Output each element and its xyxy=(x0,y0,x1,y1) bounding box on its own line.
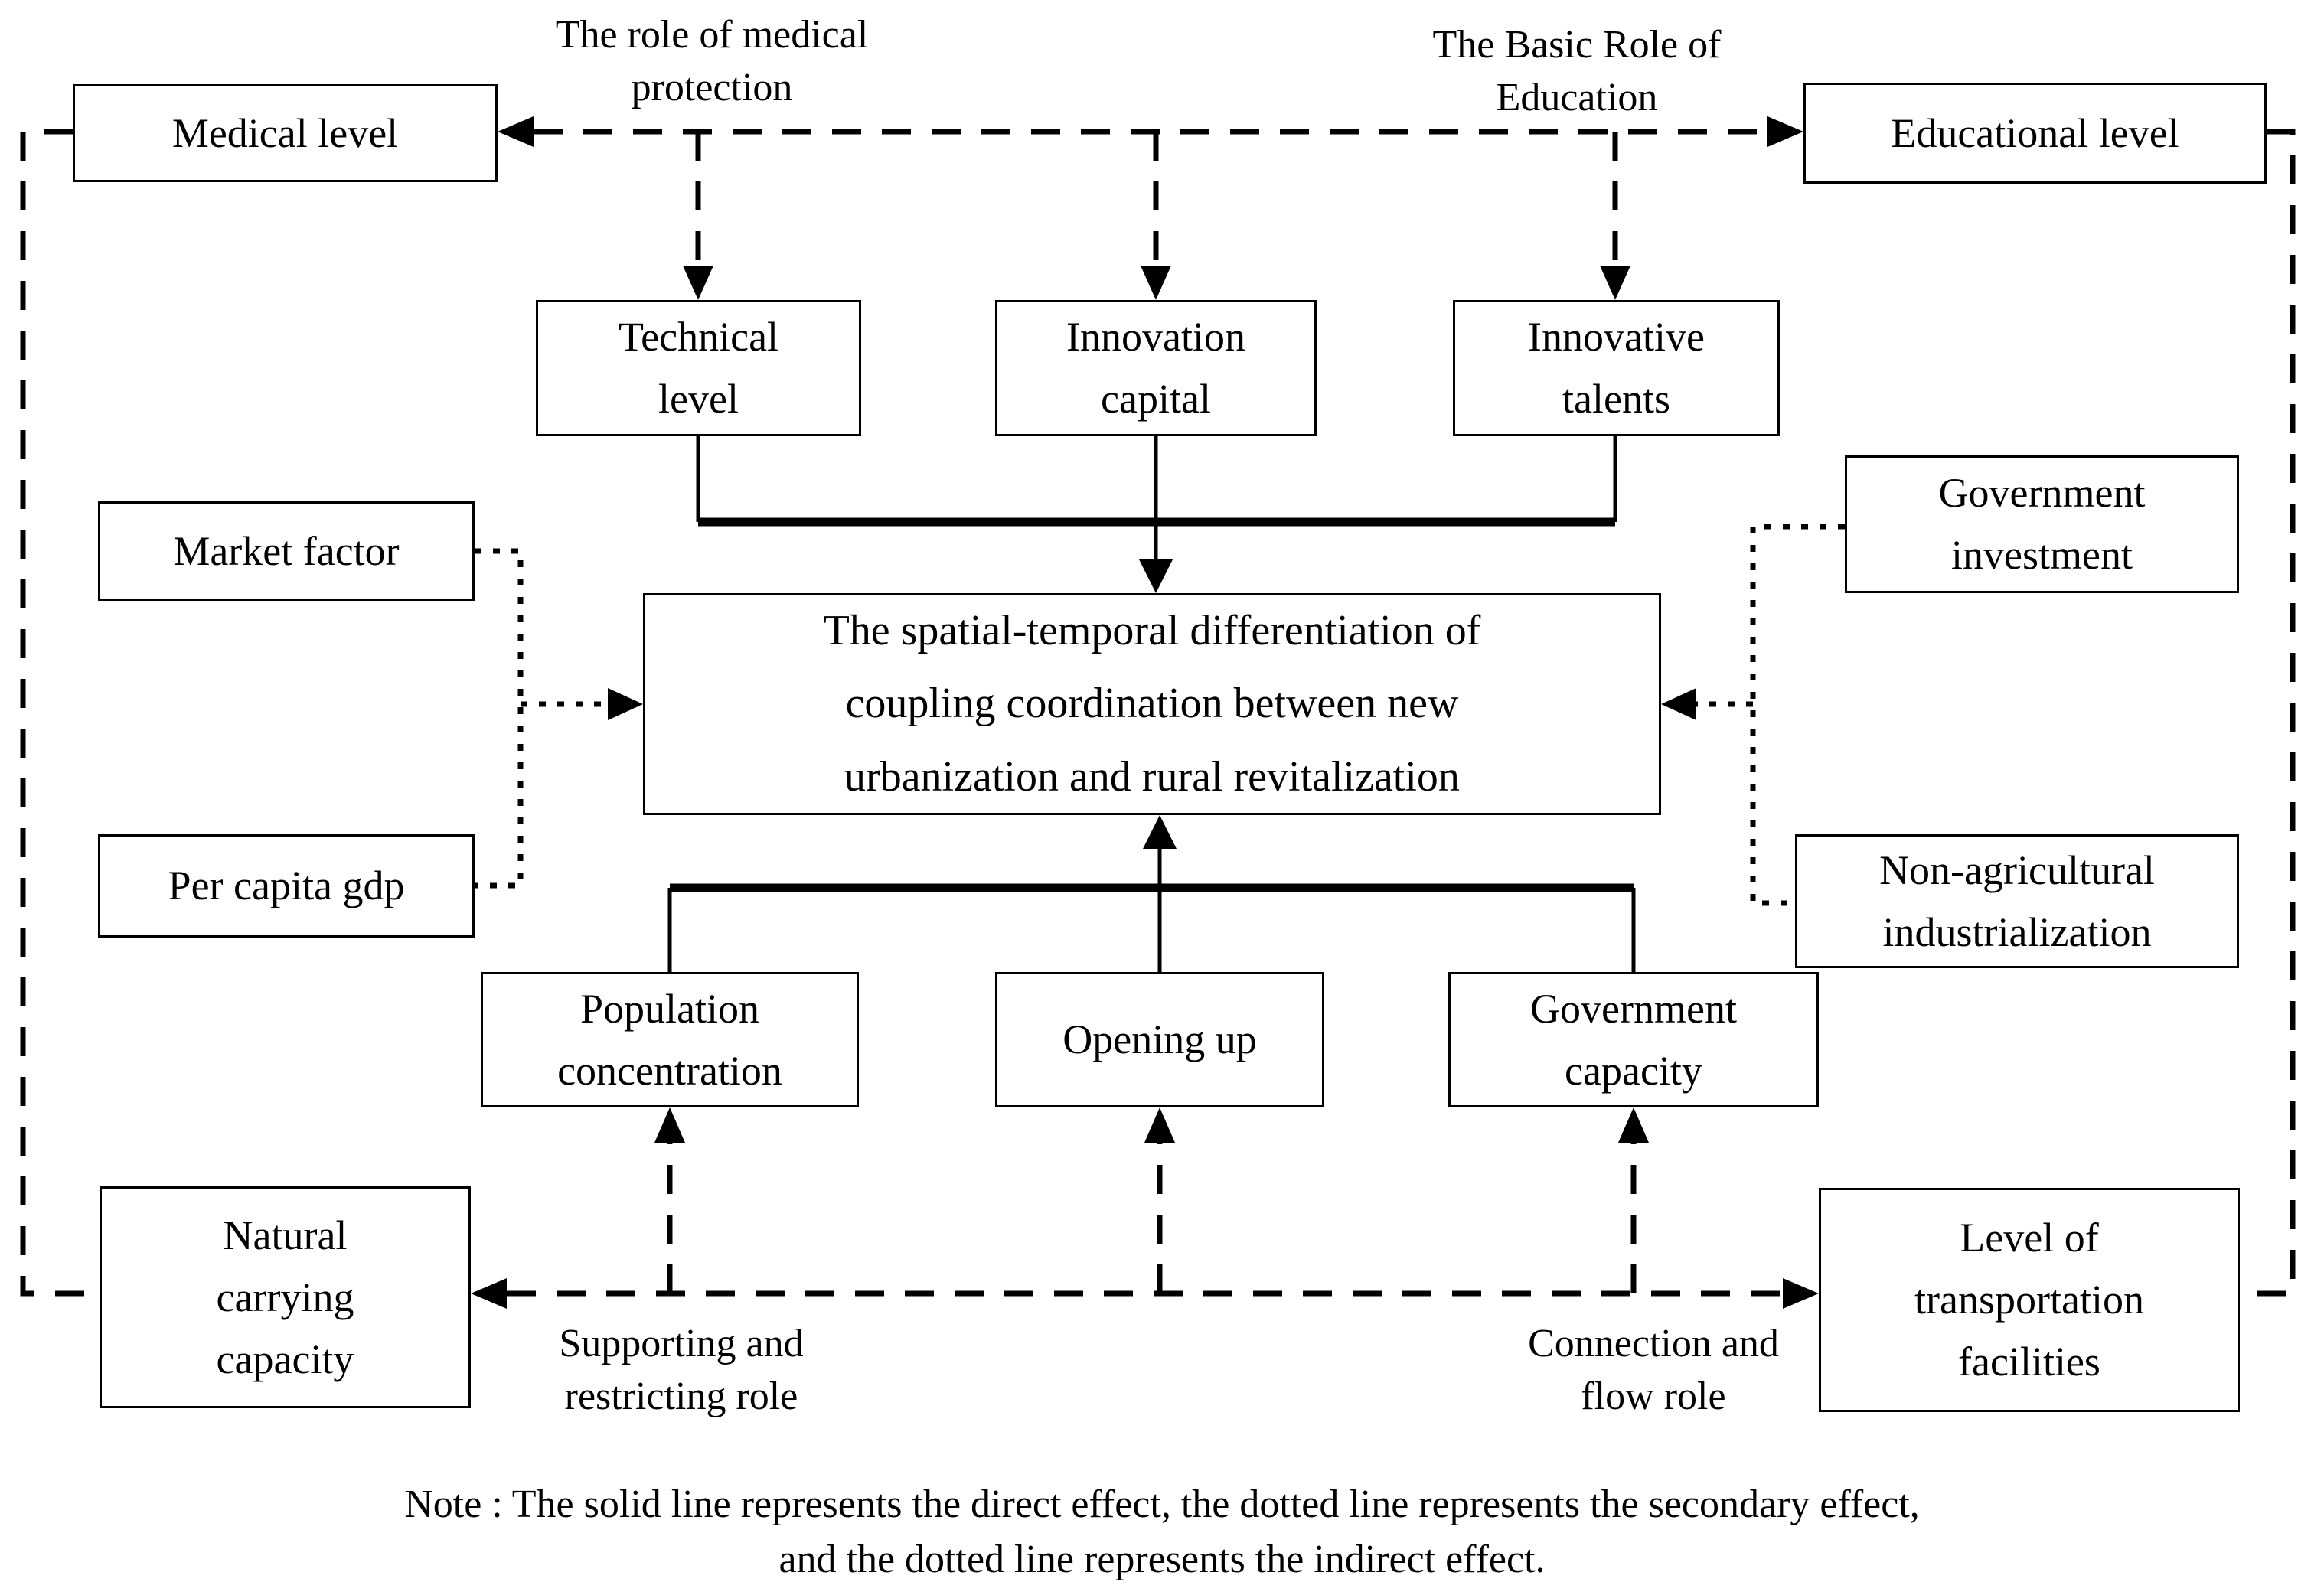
figure-note-line1: Note : The solid line represents the dir… xyxy=(404,1482,1920,1526)
node-government-investment: Government investment xyxy=(1845,455,2239,593)
arrowhead-into-educational-level xyxy=(1767,116,1803,147)
node-transportation-facilities: Level of transportation facilities xyxy=(1819,1188,2240,1412)
annotation-medical-protection-role: The role of medical protection xyxy=(555,13,869,109)
node-educational-level: Educational level xyxy=(1803,83,2267,184)
node-government-capacity: Government capacity xyxy=(1448,972,1819,1107)
annotation-basic-role-of-education: The Basic Role of Education xyxy=(1432,23,1722,119)
node-per-capita-gdp: Per capita gdp xyxy=(98,834,475,938)
edge-left-rail xyxy=(20,129,100,1297)
node-opening-up: Opening up xyxy=(995,972,1324,1107)
arrowhead-into-openingup xyxy=(1144,1107,1175,1143)
node-natural-carrying-capacity: Natural carrying capacity xyxy=(100,1186,471,1408)
arrowhead-into-center-bottom xyxy=(1143,815,1177,849)
arrowhead-into-center-left xyxy=(608,688,643,720)
arrowhead-into-innovation-capital xyxy=(1141,266,1171,300)
arrowhead-into-population xyxy=(654,1107,685,1143)
edge-govinvest-nonagr-junction xyxy=(1750,524,1845,906)
arrowhead-into-natural-carrying xyxy=(471,1278,507,1309)
arrowhead-into-center-right xyxy=(1661,688,1696,720)
node-medical-level: Medical level xyxy=(73,84,498,182)
node-population-concentration: Population concentration xyxy=(481,972,859,1107)
annotation-supporting-restricting-role: Supporting and restricting role xyxy=(559,1322,804,1418)
arrowhead-into-transportation xyxy=(1783,1278,1819,1309)
node-non-agricultural-industrialization: Non-agricultural industrialization xyxy=(1795,834,2239,968)
arrowhead-into-center-top xyxy=(1139,559,1173,593)
arrowhead-into-technical-level xyxy=(683,266,713,300)
annotation-connection-flow-role: Connection and flow role xyxy=(1528,1322,1779,1418)
arrowhead-into-medical-level xyxy=(498,116,534,147)
figure-note: Note : The solid line represents the dir… xyxy=(46,1477,2278,1587)
figure-note-line2: and the dotted line represents the indir… xyxy=(778,1537,1546,1581)
dotted-edges xyxy=(475,524,1845,906)
arrowhead-into-govcapacity xyxy=(1618,1107,1649,1143)
node-market-factor: Market factor xyxy=(98,501,475,601)
edge-right-rail xyxy=(2240,129,2296,1297)
node-technical-level: Technical level xyxy=(536,300,861,436)
node-innovation-capital: Innovation capital xyxy=(995,300,1317,436)
edge-market-gdp-junction xyxy=(475,548,524,889)
solid-edges xyxy=(667,436,1636,972)
arrowheads xyxy=(471,116,1819,1309)
dashed-edges xyxy=(20,129,2296,1297)
arrowhead-into-innovative-talents xyxy=(1600,266,1630,300)
node-innovative-talents: Innovative talents xyxy=(1453,300,1780,436)
node-coupling-coordination-center: The spatial-temporal differentiation of … xyxy=(643,593,1661,815)
